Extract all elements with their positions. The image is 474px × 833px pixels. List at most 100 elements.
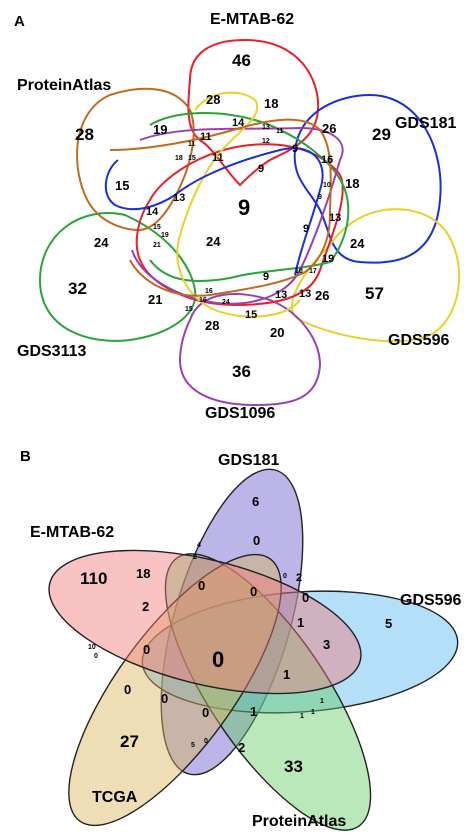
region-value: 9	[318, 194, 322, 201]
curve-inner-yellow	[176, 91, 301, 318]
ellipse-gds596	[141, 590, 459, 714]
region-value: 13	[173, 192, 185, 204]
region-value: 9	[303, 223, 309, 235]
region-value: 19	[161, 232, 169, 239]
set-label-gds3113: GDS3113	[17, 343, 86, 360]
region-value: 28	[75, 125, 94, 144]
set-label-gds596: GDS596	[388, 332, 449, 349]
curve-inner-blue	[104, 147, 324, 276]
region-value: 27	[120, 732, 139, 751]
region-value: 24	[206, 234, 221, 249]
region-value: 29	[372, 125, 391, 144]
panel-a: A E-MTAB-62 GDS181 GDS596 GDS1096 GDS311…	[14, 11, 461, 422]
region-value: 2	[296, 572, 302, 584]
region-value: 0	[302, 590, 309, 605]
panel-a-curves	[38, 38, 461, 407]
region-value: 21	[153, 242, 161, 249]
curve-e-mtab-62	[187, 38, 320, 187]
region-value: 0	[198, 578, 205, 593]
region-value: 5	[385, 616, 392, 631]
region-value: 24	[222, 299, 230, 306]
region-value: 0	[202, 705, 209, 720]
region-value: 32	[68, 279, 87, 298]
region-value: 15	[153, 224, 161, 231]
region-value: 6	[252, 494, 259, 509]
region-value: 1	[311, 709, 315, 716]
region-value: 20	[270, 325, 284, 340]
curve-proteinatlas	[76, 87, 195, 232]
region-value: 15	[185, 306, 193, 313]
region-value: 13	[262, 124, 270, 131]
region-value: 13	[299, 288, 311, 300]
region-value: 11	[212, 152, 224, 164]
region-value: 1	[283, 667, 290, 682]
region-value: 0	[250, 584, 257, 599]
region-value: 2	[193, 554, 197, 561]
region-value: 9	[258, 163, 264, 175]
region-value: 15	[245, 309, 257, 321]
region-value: 12	[262, 138, 270, 145]
region-value: 0	[204, 738, 208, 745]
region-value: 18	[345, 176, 359, 191]
curve-gds1096	[178, 293, 322, 407]
curve-inner-red	[135, 143, 344, 307]
set-label-proteinatlas: ProteinAtlas	[252, 813, 346, 830]
region-value: 46	[232, 51, 251, 70]
curve-gds596	[290, 208, 461, 343]
ellipse-proteinatlas	[164, 553, 372, 831]
region-value: 26	[322, 121, 336, 136]
region-value: 10	[323, 182, 331, 189]
panel-b-label: B	[20, 448, 31, 465]
region-value: 11	[188, 141, 196, 148]
curve-inner-green	[149, 112, 350, 282]
region-value: 16	[199, 297, 207, 304]
region-value: 11	[276, 128, 284, 135]
region-value: 0	[143, 642, 150, 657]
region-value: 13	[329, 212, 341, 224]
panel-b: B GDS181 GDS596 ProteinAtlas TCGA E-MTAB…	[20, 448, 461, 831]
region-value: 15	[115, 178, 129, 193]
region-value: 19	[153, 122, 167, 137]
panel-a-label: A	[14, 13, 25, 30]
region-value: 1	[250, 704, 257, 719]
ellipse-tcga	[68, 553, 282, 827]
region-value: 10	[295, 268, 303, 275]
region-value: 24	[350, 236, 365, 251]
region-value: 18	[264, 96, 278, 111]
region-value: 33	[284, 757, 303, 776]
region-value: 28	[206, 92, 220, 107]
region-value: 24	[94, 235, 109, 250]
region-value: 9	[263, 271, 269, 283]
set-label-gds181: GDS181	[218, 452, 279, 469]
region-value: 10	[88, 644, 96, 651]
region-value: 57	[365, 284, 384, 303]
region-value: 19	[322, 253, 334, 265]
region-value: 26	[315, 288, 329, 303]
set-label-gds181: GDS181	[395, 115, 456, 132]
region-value: 28	[205, 318, 219, 333]
region-value: 1	[297, 615, 304, 630]
region-value: 9	[292, 143, 298, 155]
set-label-gds596: GDS596	[400, 592, 461, 609]
region-value: 0	[161, 691, 168, 706]
region-value: 5	[191, 742, 195, 749]
region-value: 0	[124, 682, 131, 697]
region-value: 3	[323, 637, 330, 652]
region-value: 21	[148, 292, 162, 307]
set-label-e-mtab-62: E-MTAB-62	[30, 524, 114, 541]
set-label-proteinatlas: ProteinAtlas	[17, 77, 111, 94]
panel-b-ellipses	[48, 468, 459, 831]
region-value: 2	[142, 599, 149, 614]
region-value: 18	[136, 566, 150, 581]
region-value: 15	[188, 155, 196, 162]
region-value: 16	[321, 154, 333, 166]
ellipse-gds181	[160, 468, 304, 776]
panel-a-regions: 46 28 18 14 11 11 13 11 12 11 18 15 9 9 …	[68, 51, 391, 381]
region-value: 110	[80, 569, 107, 588]
region-value: 11	[200, 131, 212, 143]
set-label-tcga: TCGA	[92, 789, 138, 806]
ellipse-e-mtab-62	[48, 549, 362, 695]
panel-b-regions: 6 0 4 2 0 2 5 0 1 3 1 1 1 1 33 2 1 0 0 5…	[80, 494, 392, 776]
region-value: 0	[94, 653, 98, 660]
region-value: 1	[320, 698, 324, 705]
